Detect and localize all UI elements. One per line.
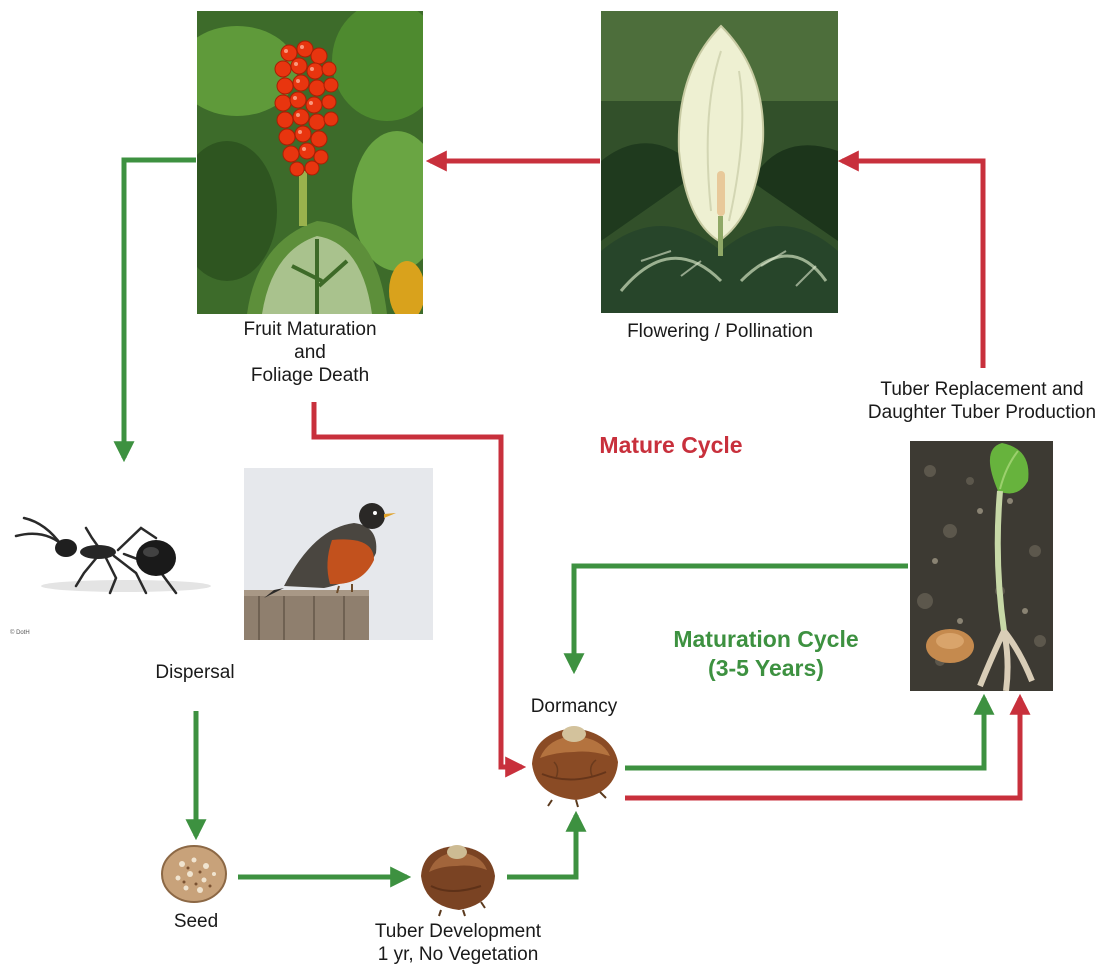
fruit-label-line-3: Foliage Death	[215, 364, 405, 387]
arrow-replacement-to-flower	[842, 161, 983, 368]
arrow-dormancy-to-replacement-green	[625, 698, 984, 768]
arrow-dormancy-to-replacement-red	[625, 698, 1020, 798]
tuber-dev-line-2: 1 yr, No Vegetation	[358, 943, 558, 966]
maturation-title-line-1: Maturation Cycle	[646, 625, 886, 654]
fruit-label-line-1: Fruit Maturation	[215, 318, 405, 341]
tuber-dev-line-1: Tuber Development	[358, 920, 558, 943]
tuber-development-label: Tuber Development 1 yr, No Vegetation	[358, 920, 558, 966]
tuber-replacement-label: Tuber Replacement and Daughter Tuber Pro…	[850, 378, 1114, 424]
dispersal-label: Dispersal	[135, 661, 255, 684]
flowering-label: Flowering / Pollination	[603, 320, 837, 343]
arrow-fruit-to-dispersal	[124, 160, 196, 458]
replacement-label-line-1: Tuber Replacement and	[850, 378, 1114, 401]
fruit-label-line-2: and	[215, 341, 405, 364]
dormancy-label: Dormancy	[514, 695, 634, 718]
seed-label: Seed	[156, 910, 236, 933]
fruit-maturation-label: Fruit Maturation and Foliage Death	[215, 318, 405, 387]
maturation-cycle-title: Maturation Cycle (3-5 Years)	[646, 625, 886, 683]
maturation-title-line-2: (3-5 Years)	[646, 654, 886, 683]
mature-cycle-title: Mature Cycle	[571, 431, 771, 460]
replacement-label-line-2: Daughter Tuber Production	[850, 401, 1114, 424]
arrow-fruit-to-dormancy	[314, 402, 522, 767]
arrow-tuber-to-dormancy	[507, 815, 576, 877]
